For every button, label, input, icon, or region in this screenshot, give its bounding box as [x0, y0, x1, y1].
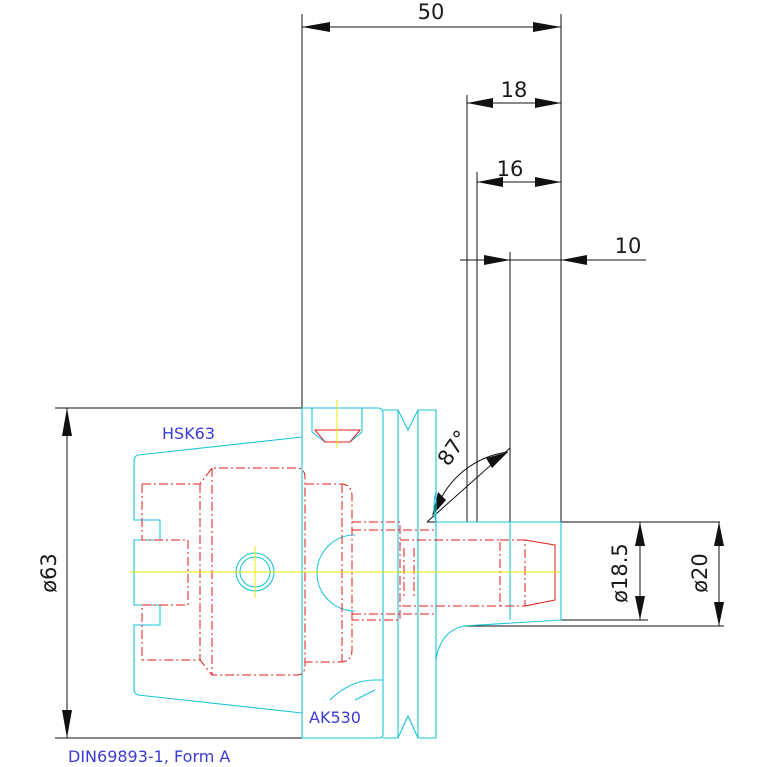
label-ak530: AK530 — [309, 708, 361, 727]
label-hsk63: HSK63 — [162, 424, 215, 443]
dim-angle-87: 87° — [433, 426, 474, 470]
dim-50: 50 — [418, 0, 445, 24]
centerlines — [130, 400, 560, 598]
dim-dia-63: ø63 — [37, 553, 61, 593]
label-standard: DIN69893-1, Form A — [68, 747, 230, 766]
dimension-lines — [55, 14, 724, 739]
dim-18: 18 — [501, 78, 528, 102]
dim-10: 10 — [615, 234, 642, 258]
dim-16: 16 — [497, 157, 524, 181]
dim-dia-20: ø20 — [688, 553, 712, 593]
dim-dia-18-5: ø18.5 — [608, 543, 632, 603]
